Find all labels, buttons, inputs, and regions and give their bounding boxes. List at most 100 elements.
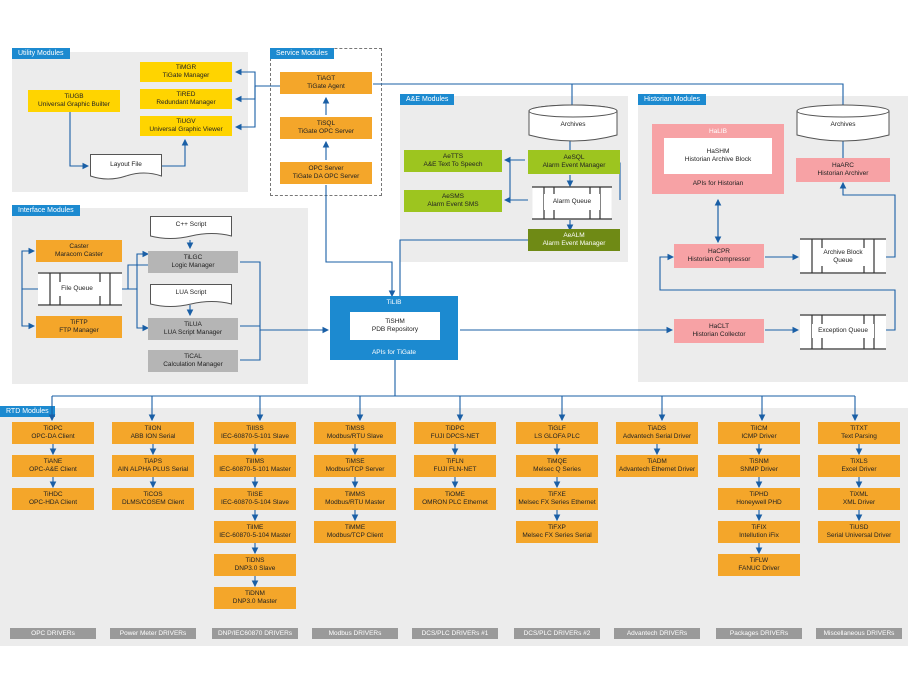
- aetts-box[interactable]: AeTTS A&E Text To Speech: [404, 150, 502, 172]
- rtd-driver-title: TiMSS: [345, 425, 365, 432]
- timgr-box[interactable]: TiMGR TiGate Manager: [140, 62, 232, 82]
- rtd-driver-desc: FUJI FLN-NET: [433, 466, 477, 473]
- aesms-box[interactable]: AeSMS Alarm Event SMS: [404, 190, 502, 212]
- file-queue-label: File Queue: [52, 282, 102, 296]
- historian-archives-label: Archives: [830, 121, 856, 128]
- tiftp-box[interactable]: TiFTP FTP Manager: [36, 316, 122, 338]
- rtd-driver-title: TiMSE: [345, 458, 365, 465]
- tical-desc: Calculation Manager: [163, 361, 223, 368]
- hacpr-box[interactable]: HaCPR Historian Compressor: [674, 244, 764, 268]
- caster-box[interactable]: Caster Maracom Caster: [36, 240, 122, 262]
- rtd-driver-title: TiFLW: [749, 557, 769, 564]
- rtd-column-footer: DCS/PLC DRIVERs #2: [514, 628, 600, 639]
- lua-script-label: LUA Script: [175, 289, 207, 296]
- aealm-box[interactable]: AeALM Alarm Event Manager: [528, 229, 620, 251]
- tired-box[interactable]: TiRED Redundant Manager: [140, 89, 232, 109]
- rtd-driver-desc: OPC-HDA Client: [28, 499, 78, 506]
- tiagt-box[interactable]: TiAGT TiGate Agent: [280, 72, 372, 94]
- rtd-driver-title: TiADS: [647, 425, 667, 432]
- tilua-box[interactable]: TiLUA LUA Script Manager: [148, 318, 238, 340]
- tiugb-box[interactable]: TiUGB Universal Graphic Builter: [28, 90, 120, 112]
- tishm-title: TiSHM: [385, 318, 405, 325]
- rtd-driver-desc: Advantech Ethernet Driver: [618, 466, 696, 473]
- hashm-box[interactable]: HaSHM Historian Archive Block: [664, 138, 772, 174]
- rtd-driver-title: TiXML: [849, 491, 869, 498]
- haarc-box[interactable]: HaARC Historian Archiver: [796, 158, 890, 182]
- tired-desc: Redundant Manager: [156, 99, 216, 106]
- aesql-title: AeSQL: [563, 154, 585, 161]
- tiugb-desc: Universal Graphic Builter: [38, 101, 110, 108]
- interface-panel-title: Interface Modules: [12, 205, 80, 216]
- rtd-driver-desc: DLMS/COSEM Client: [121, 499, 185, 506]
- exception-queue-label: Exception Queue: [812, 324, 874, 338]
- rtd-driver-desc: Modbus/TCP Server: [325, 466, 385, 473]
- tilgc-desc: Logic Manager: [171, 262, 215, 269]
- rtd-driver-desc: OPC-DA Client: [31, 433, 75, 440]
- rtd-driver-title: TiIIMS: [245, 458, 265, 465]
- rtd-driver-title: TiPHD: [749, 491, 769, 498]
- tilgc-box[interactable]: TiLGC Logic Manager: [148, 251, 238, 273]
- tical-box[interactable]: TiCAL Calculation Manager: [148, 350, 238, 372]
- rtd-driver-desc: IEC-60870-5-101 Slave: [221, 433, 289, 440]
- rtd-driver-title: TiUSD: [849, 524, 869, 531]
- rtd-driver-title: TiION: [144, 425, 162, 432]
- rtd-driver-title: TiICM: [750, 425, 768, 432]
- cpp-script-icon: [150, 216, 232, 239]
- tilib-title: TiLIB: [386, 299, 402, 306]
- rtd-column-footer: DCS/PLC DRIVERs #1: [412, 628, 498, 639]
- service-panel-title: Service Modules: [270, 48, 334, 59]
- rtd-driver-desc: XML Driver: [842, 499, 876, 506]
- ae-archives-label: Archives: [560, 121, 586, 128]
- aesql-box[interactable]: AeSQL Alarm Event Manager: [528, 150, 620, 174]
- rtd-driver-title: TiIME: [246, 524, 264, 531]
- rtd-driver-title: TiGLF: [548, 425, 566, 432]
- alarm-queue-label: Alarm Queue: [544, 194, 600, 210]
- hashm-title: HaSHM: [706, 148, 730, 155]
- rtd-driver-desc: AIN ALPHA PLUS Serial: [117, 466, 189, 473]
- opc-server-box[interactable]: OPC Server TiGate DA OPC Server: [280, 162, 372, 184]
- rtd-driver-title: TiDPC: [445, 425, 465, 432]
- tiugv-box[interactable]: TiUGV Universal Graphic Viewer: [140, 116, 232, 136]
- tishm-box[interactable]: TiSHM PDB Repository: [350, 312, 440, 340]
- rtd-driver-title: TiANE: [43, 458, 63, 465]
- archive-block-queue-line2: Queue: [833, 257, 853, 264]
- tisql-box[interactable]: TiSQL TiGate OPC Server: [280, 117, 372, 139]
- haclt-box[interactable]: HaCLT Historian Collector: [674, 319, 764, 343]
- rtd-driver-title: TiSNM: [749, 458, 769, 465]
- rtd-driver-title: TiOPC: [43, 425, 63, 432]
